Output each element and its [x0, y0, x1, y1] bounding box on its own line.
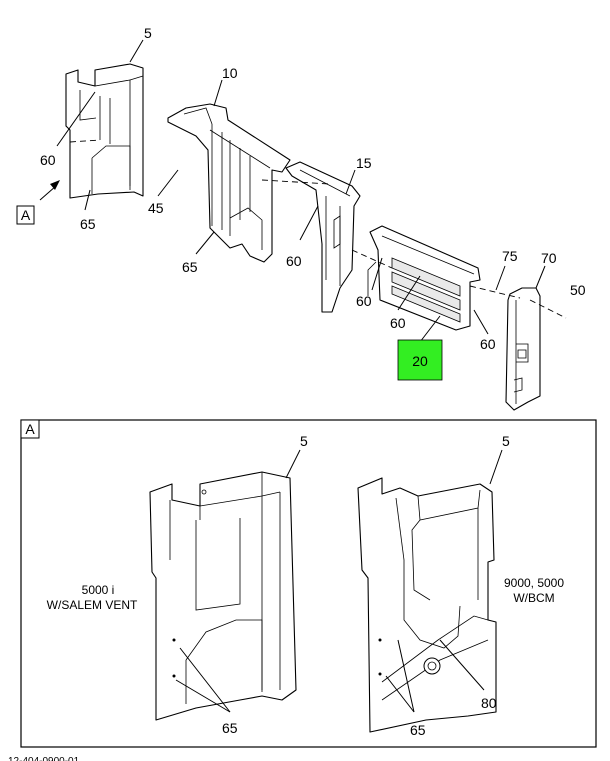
callout-50[interactable]: 50 [570, 282, 586, 298]
leader-lines-top [39, 39, 546, 343]
variant-left-line2: W/SALEM VENT [47, 598, 138, 612]
callout-70[interactable]: 70 [541, 250, 557, 266]
centerline-15 [261, 179, 331, 185]
centerline-20 [351, 249, 393, 269]
detail-callout-65-right[interactable]: 65 [410, 722, 426, 738]
callout-20-highlight[interactable]: 20 [397, 339, 443, 381]
callout-60-vent-left[interactable]: 60 [356, 293, 372, 309]
detail-callout-5-left[interactable]: 5 [300, 433, 308, 449]
callout-65-part10[interactable]: 65 [182, 259, 198, 275]
variant-left-line1: 5000 i [82, 583, 115, 597]
callout-75[interactable]: 75 [502, 248, 518, 264]
view-marker-a-label: A [21, 207, 31, 223]
callout-60-part5[interactable]: 60 [40, 152, 56, 168]
callout-65-part5[interactable]: 65 [80, 216, 96, 232]
variant-right-line2: W/BCM [513, 591, 554, 605]
centerline-75 [469, 285, 521, 299]
detail-callout-80[interactable]: 80 [481, 695, 497, 711]
part-70-bracket[interactable] [505, 287, 541, 411]
view-arrow-head [50, 180, 60, 190]
part-10-panel[interactable] [167, 103, 291, 263]
detail-view-marker: A [20, 419, 40, 439]
callout-15[interactable]: 15 [356, 155, 372, 171]
detail-left-panel[interactable] [149, 471, 297, 721]
view-marker-a[interactable]: A [16, 205, 35, 225]
detail-callout-65-left[interactable]: 65 [222, 720, 238, 736]
callout-60-part15[interactable]: 60 [286, 253, 302, 269]
detail-view-marker-label: A [25, 421, 35, 437]
part-15-panel[interactable] [285, 161, 361, 313]
part-20-vent[interactable] [367, 225, 481, 331]
centerline-50 [529, 299, 567, 319]
callout-45[interactable]: 45 [148, 200, 164, 216]
detail-view-frame [20, 419, 597, 748]
callout-5-top[interactable]: 5 [144, 25, 152, 41]
drawing-number: 12-404-0900-01 [8, 756, 80, 761]
detail-callout-5-right[interactable]: 5 [502, 433, 510, 449]
centerline-45 [69, 139, 101, 143]
callout-10[interactable]: 10 [222, 65, 238, 81]
leader-lines-detail [175, 449, 503, 713]
callout-20: 20 [412, 353, 428, 369]
variant-right-line1: 9000, 5000 [504, 576, 564, 590]
detail-right-panel[interactable] [357, 477, 497, 733]
callout-60-vent-mid[interactable]: 60 [390, 315, 406, 331]
callout-60-vent-right[interactable]: 60 [480, 336, 496, 352]
part-5-panel[interactable] [65, 63, 144, 199]
